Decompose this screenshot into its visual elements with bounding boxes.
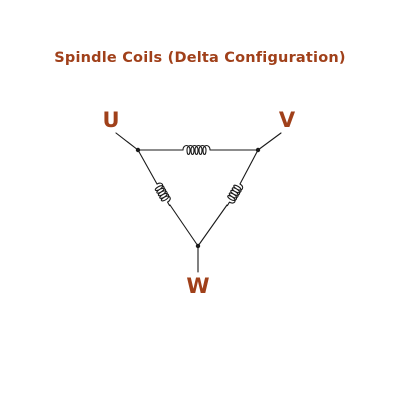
coil-right <box>226 183 244 207</box>
coil-left <box>154 182 171 207</box>
wire-left-lower <box>169 204 199 247</box>
wire-left-upper <box>137 149 158 185</box>
node-w <box>195 243 201 249</box>
node-u <box>135 147 141 153</box>
lead-v <box>257 132 282 151</box>
wire-right-upper <box>239 149 259 185</box>
terminal-label-w: W <box>186 274 210 298</box>
lead-u <box>115 132 139 151</box>
diagram-title: Spindle Coils (Delta Configuration) <box>54 50 346 66</box>
coil-top <box>182 144 213 156</box>
wire-right-lower <box>197 204 228 247</box>
terminal-label-u: U <box>102 108 120 132</box>
terminal-label-v: V <box>278 108 296 132</box>
node-v <box>255 147 261 153</box>
